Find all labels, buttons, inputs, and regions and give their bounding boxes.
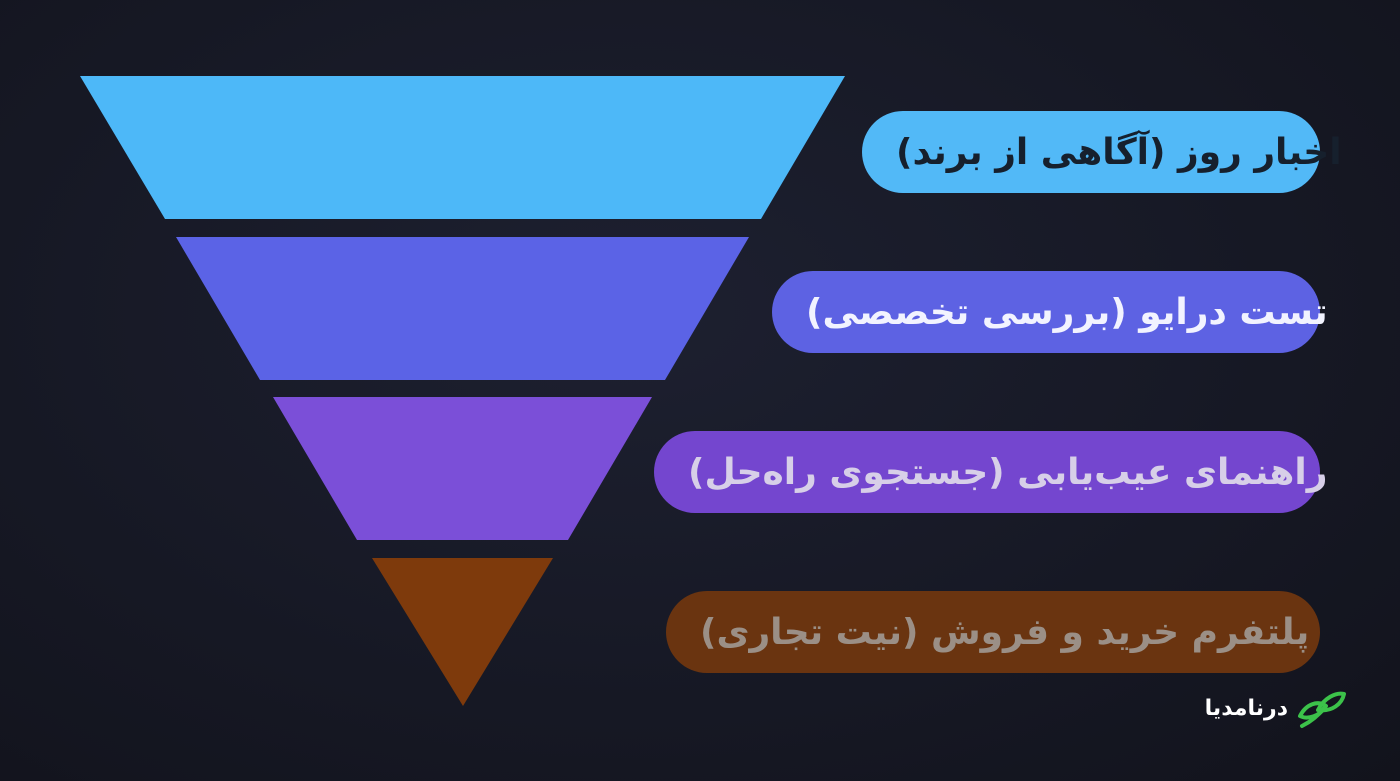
leaf-logo-icon [1298, 691, 1346, 728]
stage-label-troubleshooting: راهنمای عیب‌یابی (جستجوی راه‌حل) [688, 451, 1328, 493]
stage-pill-test-drive: تست درایو (بررسی تخصصی) [772, 271, 1328, 353]
brand-logo: درنامدیا [1205, 686, 1348, 730]
stage-pill-marketplace: پلتفرم خرید و فروش (نیت تجاری) [666, 591, 1320, 673]
stage-label-marketplace: پلتفرم خرید و فروش (نیت تجاری) [700, 611, 1310, 653]
stage-pill-news: اخبار روز (آگاهی از برند) [862, 111, 1342, 193]
funnel-stage-troubleshooting [273, 397, 652, 540]
stage-label-news: اخبار روز (آگاهی از برند) [896, 131, 1342, 173]
funnel-stage-marketplace [372, 558, 553, 706]
stage-label-test-drive: تست درایو (بررسی تخصصی) [806, 291, 1328, 333]
brand-name: درنامدیا [1204, 695, 1288, 721]
funnel-stage-news [80, 76, 845, 219]
stage-pill-troubleshooting: راهنمای عیب‌یابی (جستجوی راه‌حل) [654, 431, 1327, 513]
funnel-stage-test-drive [176, 237, 749, 380]
